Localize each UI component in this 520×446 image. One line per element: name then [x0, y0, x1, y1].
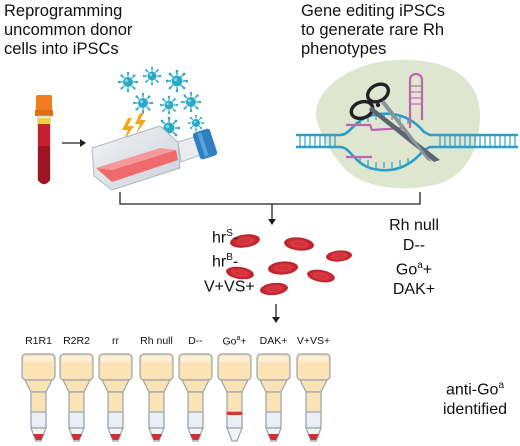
tube-label: Goa+	[222, 335, 247, 348]
phenotype-label: Rh null	[389, 217, 439, 234]
cell-pellet	[110, 434, 121, 440]
right-phenotype-list: Rh null D-- Goa+ DAK+	[374, 216, 454, 300]
right-title: Gene editing iPSCs to generate rare Rh p…	[301, 2, 516, 59]
right-title-line: Gene editing iPSCs	[301, 2, 445, 20]
phenotype-label: DAK+	[392, 281, 436, 299]
blood-tube-icon	[35, 95, 53, 185]
cell-pellet	[33, 434, 44, 440]
lightning-icon	[122, 113, 146, 142]
gel-tube	[139, 353, 174, 442]
merge-bracket	[119, 192, 421, 220]
left-title-line: Reprogramming	[4, 2, 123, 20]
left-title-line: cells into iPSCs	[4, 40, 119, 58]
scissors-icon	[349, 82, 440, 162]
tube-label: R2R2	[63, 335, 90, 347]
tube-label: Rh null	[140, 335, 173, 347]
right-title-line: phenotypes	[301, 40, 387, 58]
gel-tube	[21, 353, 56, 442]
phenotype-label: Goa+	[395, 260, 433, 279]
phenotype-label: V+VS+	[204, 277, 255, 295]
arrow-icon	[272, 304, 280, 323]
left-title: Reprogramming uncommon donor cells into …	[4, 2, 204, 59]
gel-tube	[178, 353, 213, 442]
arrow-icon	[62, 139, 86, 147]
gel-tube	[296, 353, 331, 442]
tube-label: V+VS+	[296, 335, 331, 347]
tube-label: rr	[112, 335, 119, 347]
left-title-line: uncommon donor	[4, 21, 133, 39]
result-label: anti-Goa identified	[432, 376, 518, 420]
cell-pellet	[190, 434, 201, 440]
right-title-line: to generate rare Rh	[301, 21, 445, 39]
gel-tubes	[21, 353, 331, 442]
result-line: anti-Goa	[445, 380, 505, 399]
phenotype-label: D--	[402, 237, 426, 254]
phenotype-label: hrB-	[212, 252, 239, 271]
gel-tube	[217, 353, 252, 442]
cell-pellet	[151, 434, 162, 440]
phenotype-label: hrS-	[212, 228, 239, 247]
gel-tube	[59, 353, 94, 442]
cell-pellet	[71, 434, 82, 440]
tube-label: R1R1	[25, 335, 52, 347]
gel-tube	[98, 353, 133, 442]
cell-pellet	[268, 434, 279, 440]
cell-pellet	[308, 434, 319, 440]
left-phenotype-list: hrS- hrB- V+VS+	[204, 224, 268, 297]
gel-tube	[256, 353, 291, 442]
tube-label: DAK+	[259, 335, 288, 347]
result-line: identified	[442, 401, 508, 419]
red-blood-cells-icon	[226, 234, 352, 296]
agglutination-band	[227, 412, 242, 415]
culture-flask-icon	[91, 125, 218, 191]
tube-label: D--	[188, 335, 203, 347]
arrow-icon	[268, 219, 276, 225]
